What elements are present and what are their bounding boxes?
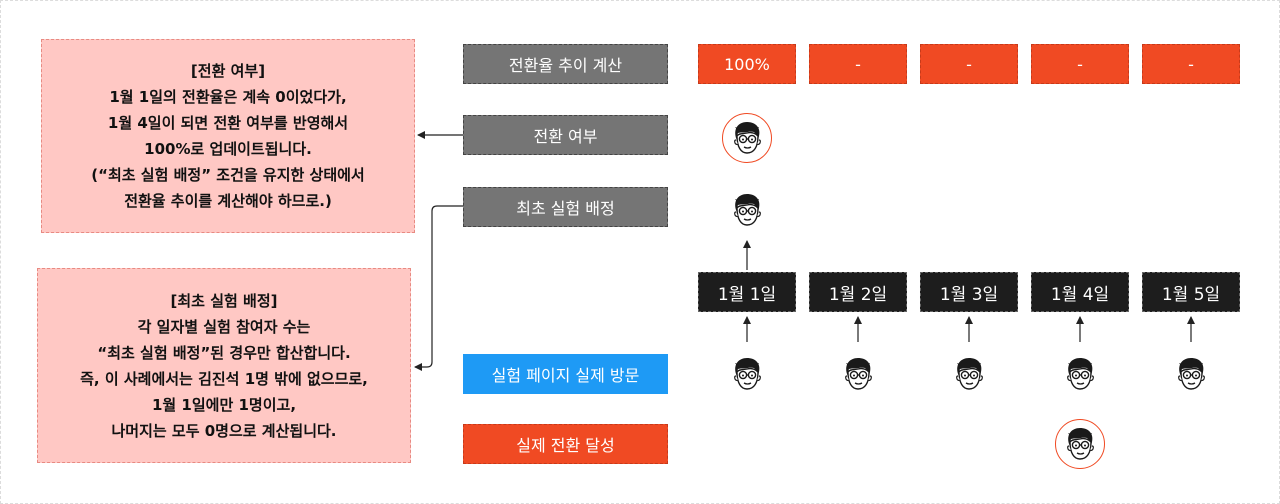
conversion-note-line: (“최초 실험 배정” 조건을 유지한 상태에서 (91, 166, 365, 184)
assignment-note: [최초 실험 배정] 각 일자별 실험 참여자 수는 “최초 실험 배정”된 경… (37, 268, 411, 463)
first-assigned-person-icon (727, 190, 767, 234)
assignment-note-line: 각 일자별 실험 참여자 수는 (137, 317, 311, 336)
rate-box-day4: - (1031, 44, 1129, 84)
day-box-4: 1월 4일 (1031, 272, 1129, 312)
day-box-3: 1월 3일 (920, 272, 1018, 312)
day-box-1: 1월 1일 (698, 272, 796, 312)
day-box-2: 1월 2일 (809, 272, 907, 312)
visit-label: 실험 페이지 실제 방문 (463, 354, 668, 394)
visit-person-icon-day1 (727, 354, 767, 398)
conversion-note-line: 1월 4일이 되면 전환 여부를 반영해서 (107, 114, 349, 132)
conversion-note-line: 전환율 추이를 계산해야 하므로.) (124, 192, 332, 210)
assignment-note-line: “최초 실험 배정”된 경우만 합산합니다. (97, 343, 351, 362)
rate-box-day2: - (809, 44, 907, 84)
conversion-person-icon (727, 118, 767, 162)
rate-box-day5: - (1142, 44, 1240, 84)
rate-box-day3: - (920, 44, 1018, 84)
assignment-note-line: 1월 1일에만 1명이고, (151, 395, 297, 414)
achieved-person-icon (1060, 424, 1100, 468)
achieved-label: 실제 전환 달성 (463, 424, 668, 464)
conversion-note: [전환 여부] 1월 1일의 전환율은 계속 0이었다가, 1월 4일이 되면 … (41, 39, 415, 233)
visit-person-icon-day2 (838, 354, 878, 398)
conversion-note-title: [전환 여부] (190, 62, 266, 80)
assignment-note-line: 즉, 이 사례에서는 김진석 1명 밖에 없으므로, (80, 369, 368, 388)
visit-person-icon-day4 (1060, 354, 1100, 398)
conversion-label: 전환 여부 (463, 115, 668, 155)
conversion-note-line: 100%로 업데이트됩니다. (144, 140, 312, 158)
visit-person-icon-day5 (1171, 354, 1211, 398)
rate-trend-label: 전환율 추이 계산 (463, 44, 668, 84)
first-assignment-label: 최초 실험 배정 (463, 187, 668, 227)
rate-box-day1: 100% (698, 44, 796, 84)
visit-person-icon-day3 (949, 354, 989, 398)
day-box-5: 1월 5일 (1142, 272, 1240, 312)
conversion-note-line: 1월 1일의 전환율은 계속 0이었다가, (109, 88, 347, 106)
assignment-note-line: 나머지는 모두 0명으로 계산됩니다. (111, 421, 337, 440)
assignment-note-title: [최초 실험 배정] (170, 291, 278, 310)
